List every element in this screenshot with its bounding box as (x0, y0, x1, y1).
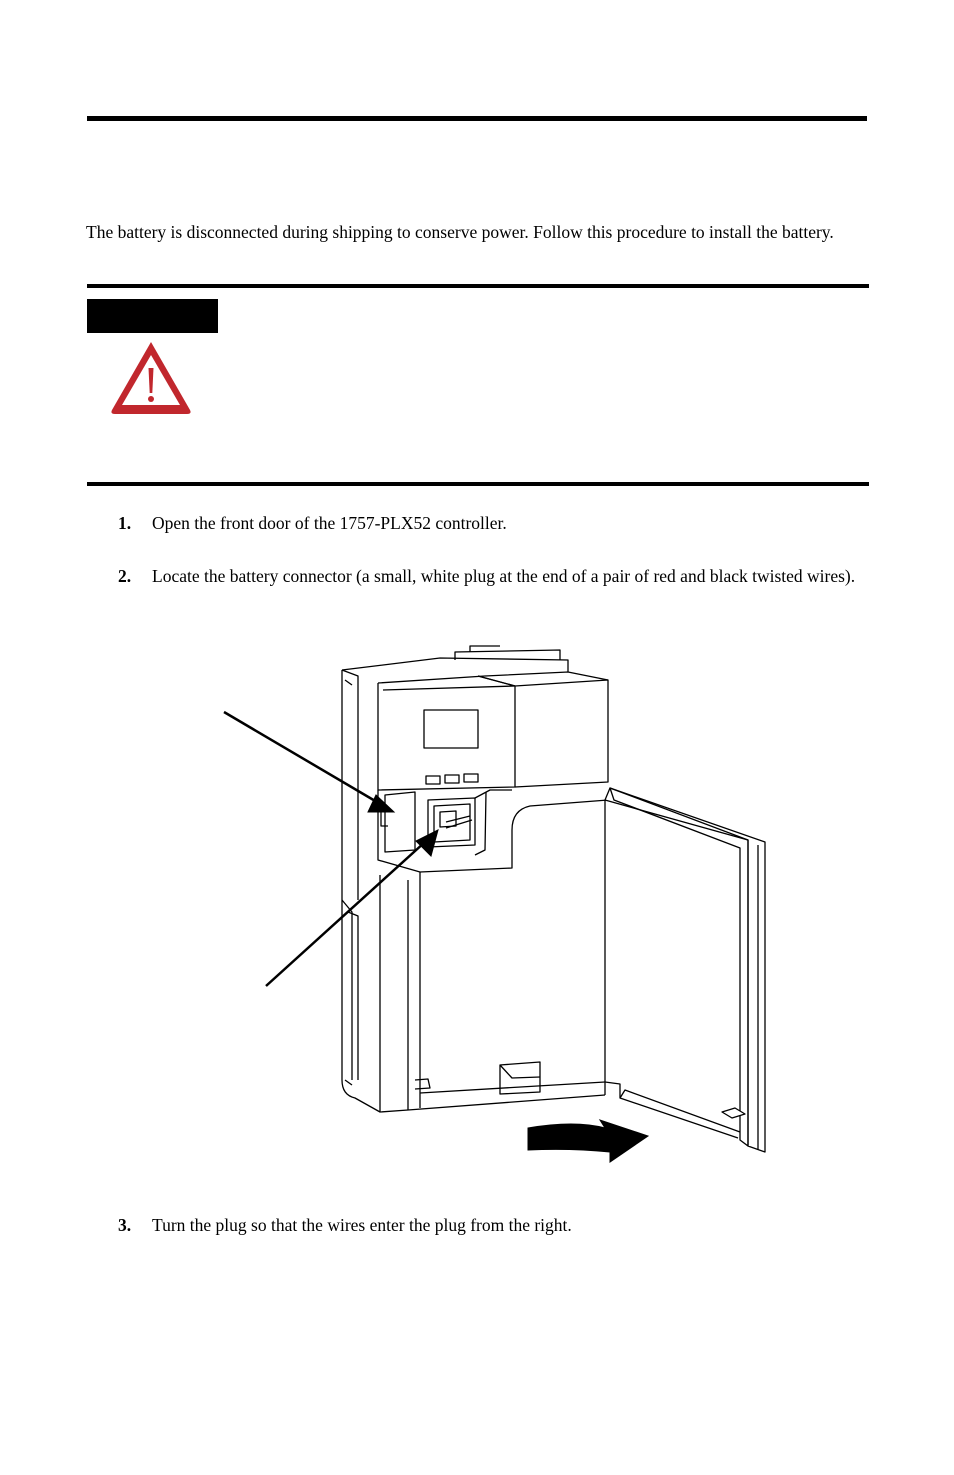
pointer-arrow-icon (367, 794, 396, 813)
warning-triangle-icon (111, 342, 191, 414)
step-number: 1. (118, 513, 132, 533)
step-number: 3. (118, 1215, 132, 1235)
step-text: Turn the plug so that the wires enter th… (152, 1215, 572, 1235)
step-text: Open the front door of the 1757-PLX52 co… (152, 513, 507, 533)
step-number: 2. (118, 566, 132, 586)
door-swing-arrow-icon (527, 1119, 650, 1163)
warning-label-box (87, 299, 218, 333)
warning-top-rule (87, 284, 869, 288)
pointer-arrow-icon (415, 829, 439, 857)
intro-paragraph: The battery is disconnected during shipp… (86, 222, 834, 242)
step-text: Locate the battery connector (a small, w… (152, 566, 856, 586)
warning-bottom-rule (87, 482, 869, 486)
top-rule (87, 116, 867, 121)
controller-illustration (223, 645, 766, 1163)
